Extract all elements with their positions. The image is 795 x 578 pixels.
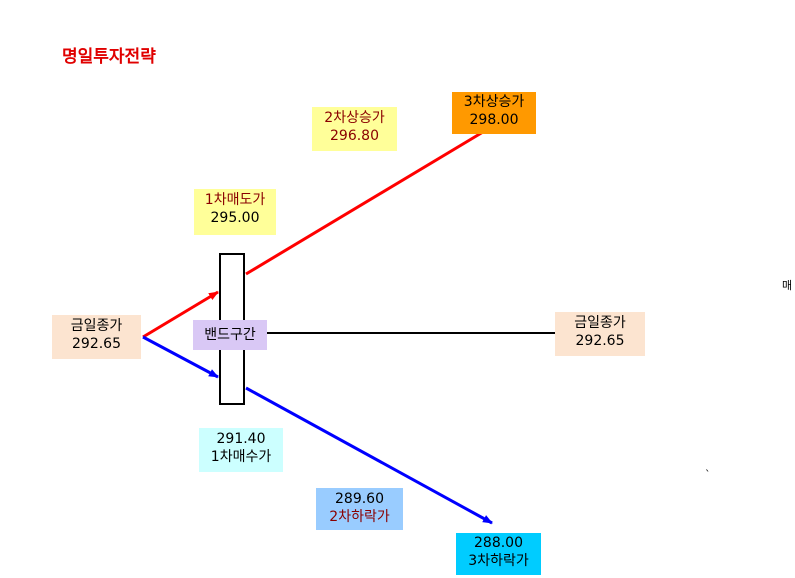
up-arrow-to-band: [142, 290, 219, 339]
first-buy-value: 291.40: [216, 431, 266, 447]
first-buy-box: 291.40 1차매수가: [199, 428, 283, 472]
today-close-right-label: 금일종가: [574, 315, 626, 331]
side-text: 매: [782, 279, 793, 292]
second-rise-box: 2차상승가 296.80: [312, 107, 397, 151]
today-close-right-value: 292.65: [575, 333, 625, 349]
second-fall-value: 289.60: [335, 491, 384, 507]
today-close-right-box: 금일종가 292.65: [555, 312, 645, 356]
third-fall-value: 288.00: [474, 535, 523, 551]
first-sell-value: 295.00: [210, 210, 260, 226]
third-fall-label: 3차하락가: [468, 553, 529, 569]
third-rise-box: 3차상승가 298.00: [452, 92, 536, 134]
today-close-left-label: 금일종가: [70, 318, 123, 334]
third-rise-label: 3차상승가: [463, 94, 525, 110]
second-fall-box: 289.60 2차하락가: [316, 488, 403, 530]
second-rise-value: 296.80: [330, 128, 379, 144]
page-title: 명일투자전략: [62, 47, 156, 67]
band-label: 밴드구간: [204, 327, 256, 343]
down-arrow-to-band: [142, 335, 219, 379]
side-mark: `: [705, 468, 711, 481]
today-close-left-box: 금일종가 292.65: [52, 315, 141, 359]
today-close-left-value: 292.65: [72, 336, 121, 352]
second-rise-label: 2차상승가: [324, 110, 385, 126]
first-buy-label: 1차매수가: [210, 449, 272, 465]
third-fall-box: 288.00 3차하락가: [456, 533, 541, 575]
first-sell-box: 1차매도가 295.00: [194, 189, 276, 235]
second-fall-label: 2차하락가: [329, 509, 390, 525]
band-label-box: 밴드구간: [193, 320, 267, 350]
third-rise-value: 298.00: [469, 112, 519, 128]
up-line-to-third-rise: [245, 130, 484, 276]
down-arrow-to-third-fall: [245, 386, 493, 525]
first-sell-label: 1차매도가: [204, 192, 266, 208]
